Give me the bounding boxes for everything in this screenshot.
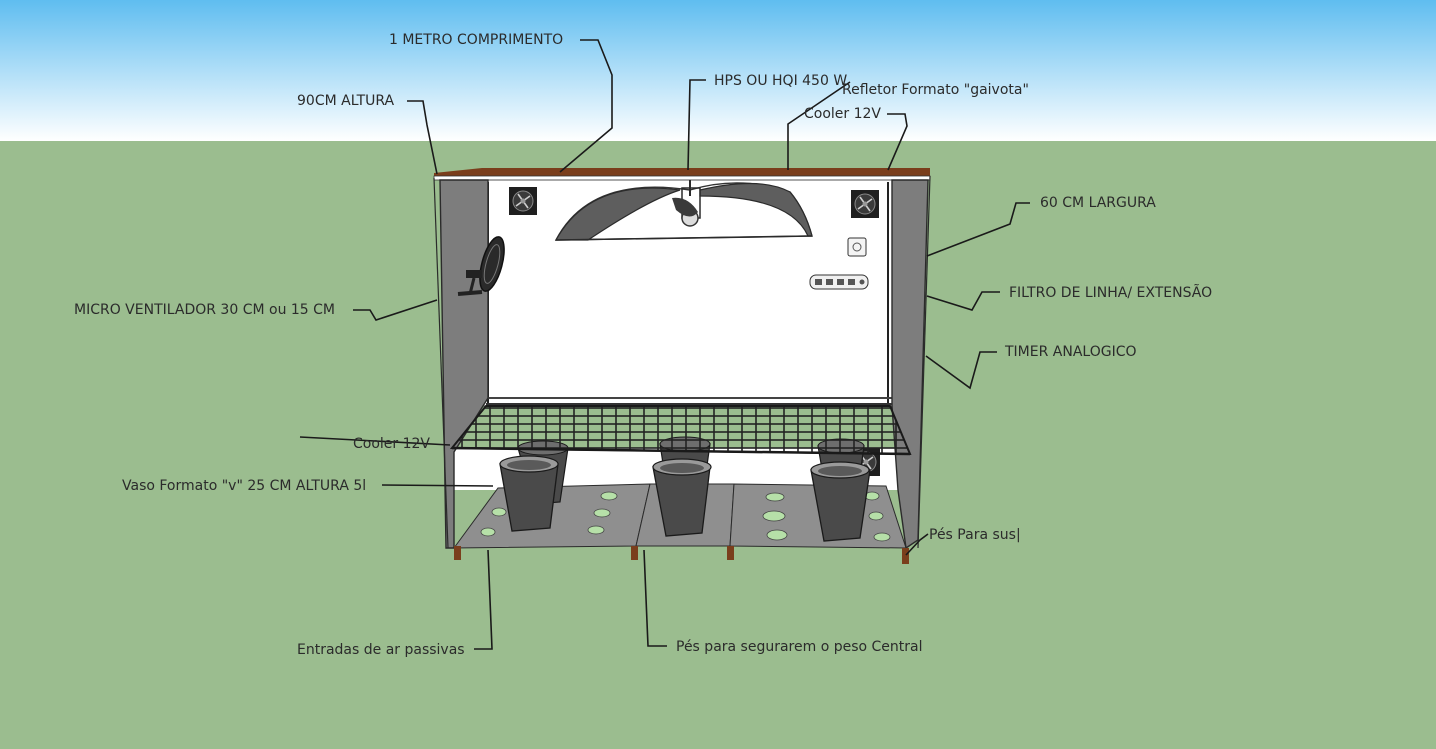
air-intake-holes [480, 491, 891, 542]
reflector-label: Refletor Formato "gaivota" [842, 82, 1029, 98]
cooler-top-label: Cooler 12V [804, 106, 882, 122]
feet-side-label: Pés Para sus| [929, 527, 1021, 543]
air-intakes-label: Entradas de ar passivas [297, 642, 465, 658]
cooler-icon [850, 189, 880, 219]
timer-icon [847, 237, 867, 257]
power-strip-icon [809, 274, 869, 290]
feet-center-label: Pés para segurarem o peso Central [676, 639, 923, 655]
pot-icon [499, 455, 559, 532]
lamp-label: HPS OU HQI 450 W [714, 73, 848, 89]
width-label: 60 CM LARGURA [1040, 195, 1156, 211]
grid-screen-icon [449, 405, 912, 456]
pot-label: Vaso Formato "v" 25 CM ALTURA 5l [122, 478, 367, 494]
sky [0, 0, 1436, 141]
cooler-bottom-label: Cooler 12V [353, 436, 431, 452]
height-label: 90CM ALTURA [297, 93, 395, 109]
cooler-icon [508, 186, 538, 216]
pot-icon [652, 458, 712, 537]
fan-label: MICRO VENTILADOR 30 CM ou 15 CM [74, 302, 336, 318]
length-label: 1 METRO COMPRIMENTO [389, 32, 564, 48]
fan-icon [457, 236, 505, 296]
cabinet-top [434, 168, 930, 178]
lamp-icon [672, 180, 701, 227]
leader-lines [299, 39, 1030, 650]
cabinet-feet [454, 546, 909, 564]
pot-icon [810, 461, 871, 542]
timer-label: TIMER ANALOGICO [1005, 344, 1137, 360]
filter-label: FILTRO DE LINHA/ EXTENSÃO [1009, 285, 1213, 301]
